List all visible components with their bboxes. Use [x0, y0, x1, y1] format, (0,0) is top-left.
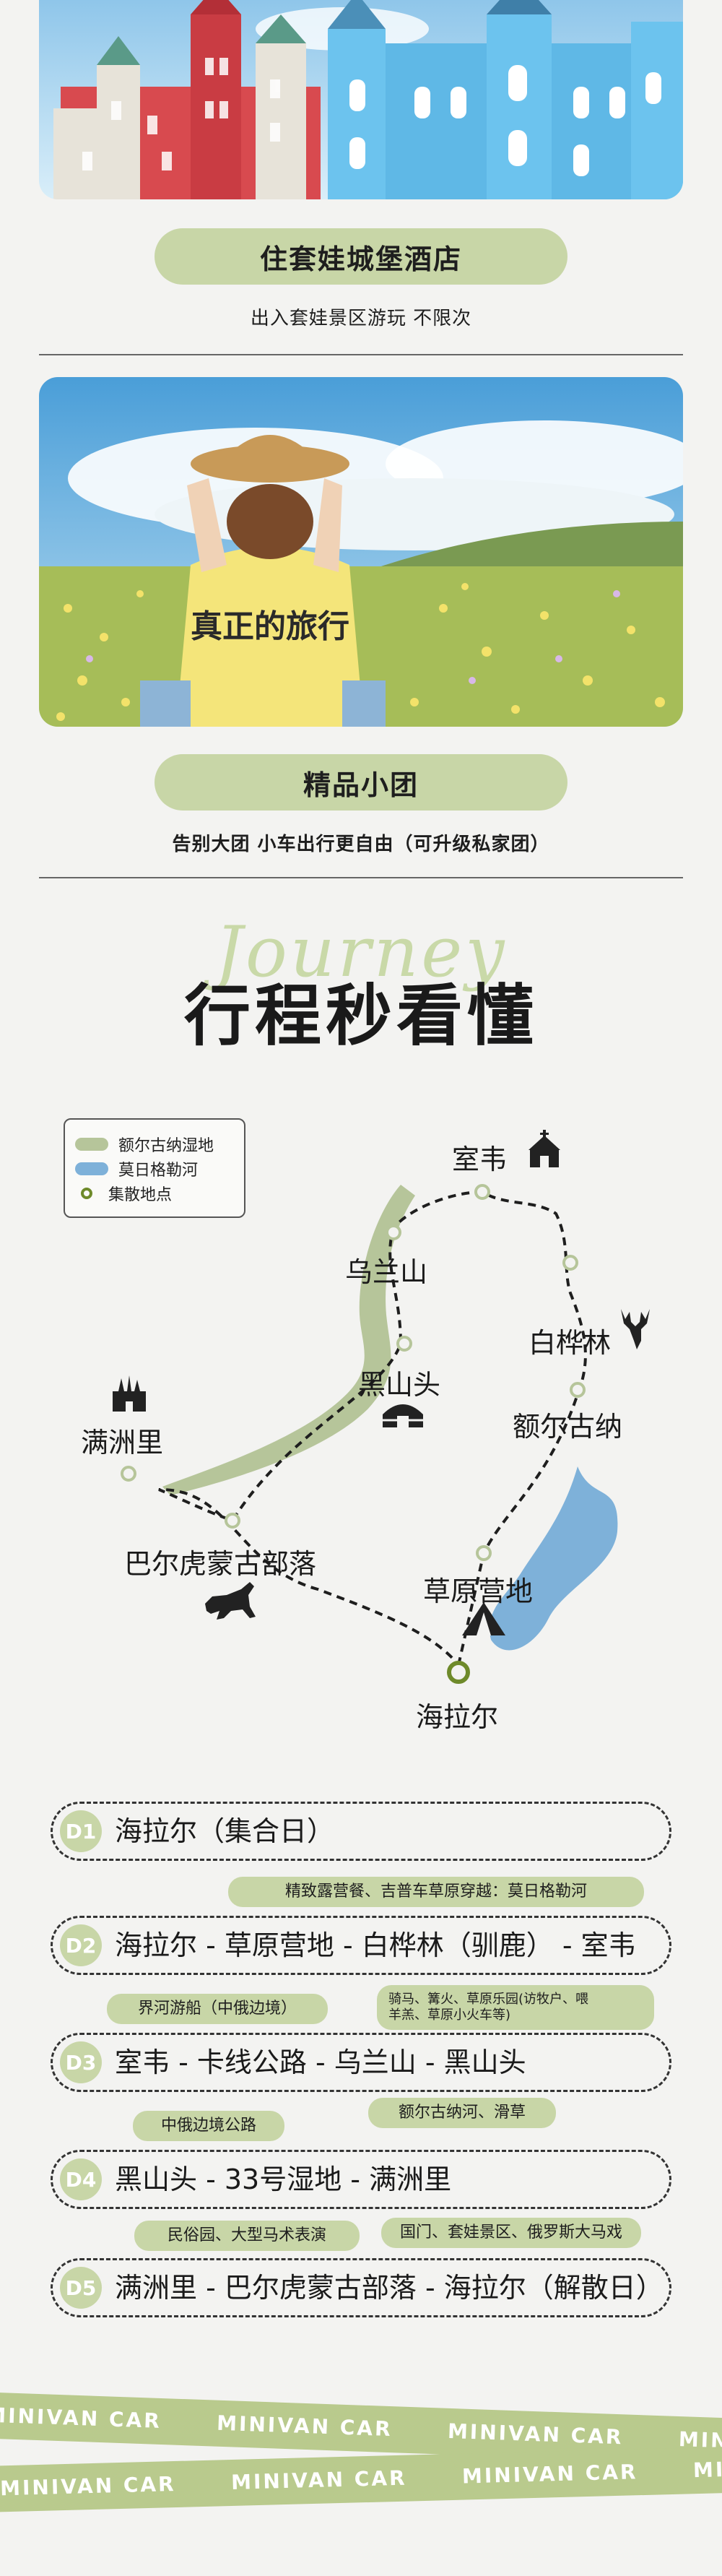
day-route: 黑山头 - 33号湿地 - 满洲里 — [115, 2164, 452, 2195]
route-line — [158, 1190, 587, 1669]
itinerary-title: 行程秒看懂 — [183, 977, 538, 1055]
small-group-photo: 真正的旅行 — [39, 377, 683, 727]
yurt-icon — [383, 1404, 423, 1427]
place-wulanshan: 乌兰山 — [345, 1256, 428, 1288]
day-badge: D2 — [60, 1924, 102, 1966]
wetland-shape — [162, 1185, 415, 1495]
tag-activity: 民俗园、大型马术表演 — [134, 2221, 360, 2251]
ribbon-label: MINIVAN CAR — [0, 2403, 162, 2433]
horse-icon — [205, 1582, 256, 1620]
legend-wetland: 额尔古纳湿地 — [75, 1133, 214, 1156]
deer-icon — [621, 1309, 650, 1349]
tag-activity: 国门、套娃景区、俄罗斯大马戏 — [381, 2218, 641, 2248]
tag-activity: 界河游船（中俄边境） — [107, 1994, 328, 2024]
legend-hub: 集散地点 — [75, 1182, 172, 1205]
castle-icon — [113, 1375, 146, 1412]
river-shape — [490, 1466, 618, 1651]
day-row-3: D3 室韦 - 卡线公路 - 乌兰山 - 黑山头 — [51, 2033, 671, 2092]
shirt-text: 真正的旅行 — [191, 608, 349, 645]
tag-activity: 精致露营餐、吉普车草原穿越：莫日格勒河 — [228, 1877, 644, 1907]
journey-script-title: Journey — [214, 912, 508, 993]
church-icon — [529, 1130, 560, 1167]
brand-ribbon: MINIVAN CAR MINIVAN CAR MINIVAN CAR MINI… — [0, 2445, 722, 2513]
day-route: 室韦 - 卡线公路 - 乌兰山 - 黑山头 — [115, 2046, 526, 2078]
small-group-title: 精品小团 — [155, 754, 567, 811]
castle-hotel-subtitle: 出入套娃景区游玩 不限次 — [250, 308, 472, 329]
tag-line: 羊羔、草原小火车等) — [388, 2007, 511, 2023]
place-baihualin: 白桦林 — [529, 1327, 612, 1359]
day-badge: D1 — [60, 1810, 102, 1852]
hub-ring-icon — [81, 1188, 92, 1199]
tag-activity: 中俄边境公路 — [133, 2111, 284, 2141]
place-baerhu: 巴尔虎蒙古部落 — [124, 1548, 317, 1580]
castle-hotel-title: 住套娃城堡酒店 — [155, 228, 567, 285]
map-legend: 额尔古纳湿地 莫日格勒河 集散地点 — [64, 1118, 245, 1218]
castle-hotel-photo — [39, 0, 683, 199]
ribbon-label: MINIVAN CAR — [216, 2411, 393, 2442]
route-map — [113, 1130, 650, 1684]
day-route: 海拉尔 - 草原营地 - 白桦林（驯鹿） - 室韦 — [115, 1929, 636, 1961]
place-caoyuan: 草原营地 — [423, 1576, 534, 1607]
ribbon-label: MINIVAN CAR — [230, 2465, 407, 2494]
day-row-1: D1 海拉尔（集合日） — [51, 1802, 671, 1861]
stop-markers — [121, 1184, 586, 1561]
legend-label: 额尔古纳湿地 — [118, 1137, 214, 1155]
place-shiwei: 室韦 — [452, 1144, 508, 1175]
divider — [39, 354, 683, 355]
ribbon-label: MINIVAN CAR — [692, 2454, 722, 2483]
place-hailaer: 海拉尔 — [416, 1701, 499, 1733]
day-row-4: D4 黑山头 - 33号湿地 - 满洲里 — [51, 2150, 671, 2209]
legend-label: 集散地点 — [108, 1186, 173, 1204]
tent-icon — [462, 1602, 505, 1635]
place-eerguna: 额尔古纳 — [513, 1411, 623, 1443]
day-badge: D3 — [60, 2041, 102, 2083]
tag-line: 骑马、篝火、草原乐园(访牧户、喂 — [388, 1991, 589, 2007]
ribbon-label: MINIVAN CAR — [0, 2471, 177, 2501]
tag-activity: 骑马、篝火、草原乐园(访牧户、喂 羊羔、草原小火车等) — [377, 1985, 654, 2030]
ribbon-label: MINIVAN CAR — [461, 2460, 638, 2489]
day-route: 海拉尔（集合日） — [115, 1815, 335, 1847]
place-manzhouli: 满洲里 — [81, 1427, 164, 1458]
hailaer-hub-marker — [447, 1661, 470, 1684]
day-badge: D5 — [60, 2267, 102, 2309]
divider — [39, 877, 683, 878]
day-row-2: D2 海拉尔 - 草原营地 - 白桦林（驯鹿） - 室韦 — [51, 1916, 671, 1975]
river-swatch — [75, 1162, 108, 1175]
ribbon-text-row: MINIVAN CAR MINIVAN CAR MINIVAN CAR MINI… — [0, 2445, 722, 2512]
day-badge: D4 — [60, 2158, 102, 2200]
tag-activity: 额尔古纳河、滑草 — [368, 2098, 556, 2128]
day-route: 满洲里 - 巴尔虎蒙古部落 - 海拉尔（解散日） — [115, 2272, 664, 2304]
day-row-5: D5 满洲里 - 巴尔虎蒙古部落 - 海拉尔（解散日） — [51, 2258, 671, 2317]
place-heishantou: 黑山头 — [358, 1369, 441, 1401]
small-group-subtitle: 告别大团 小车出行更自由（可升级私家团） — [172, 834, 550, 855]
wetland-swatch — [75, 1138, 108, 1151]
legend-river: 莫日格勒河 — [75, 1157, 198, 1180]
ribbon-label: MINIVAN CAR — [447, 2419, 625, 2450]
legend-label: 莫日格勒河 — [118, 1162, 199, 1180]
